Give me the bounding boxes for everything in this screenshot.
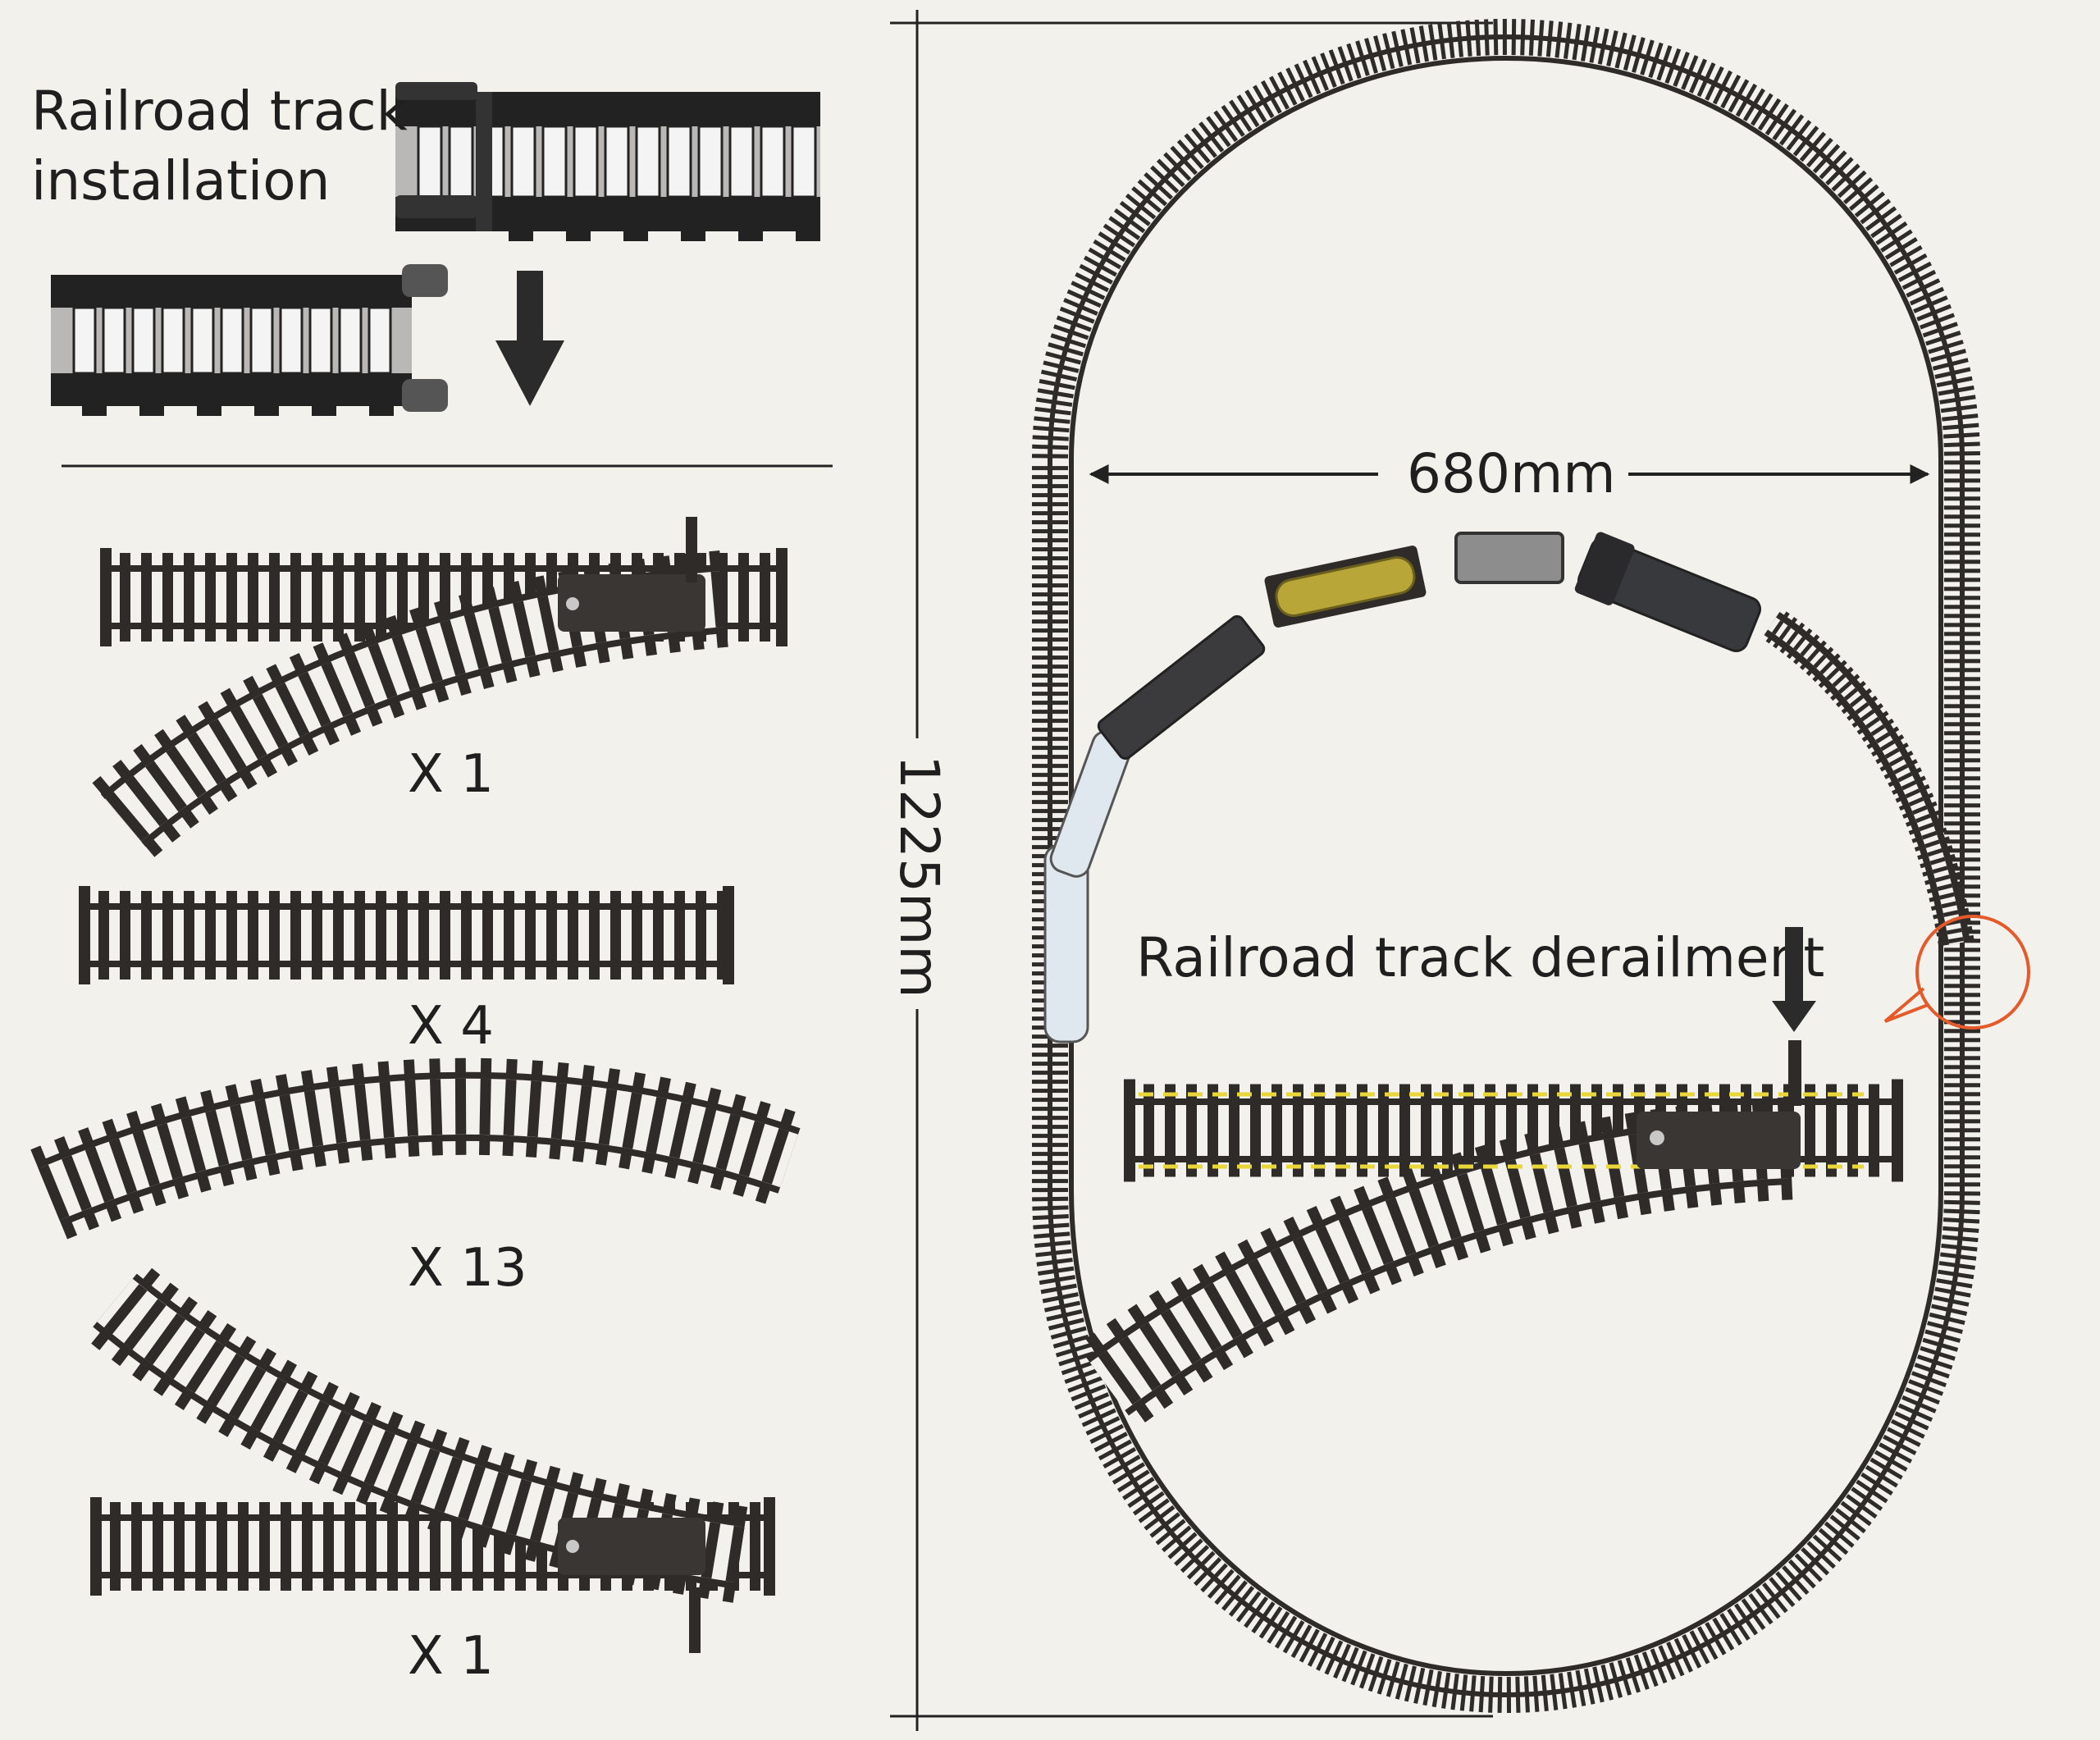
installation-track-upper [395, 82, 820, 241]
part-qty-2: X 4 [408, 996, 494, 1057]
derailment-switch-detail [1085, 1040, 1903, 1423]
installation-title-line1: Railroad track [31, 80, 409, 143]
installation-track-lower [51, 264, 448, 416]
part-curve [30, 1057, 801, 1240]
train [1043, 532, 1762, 1044]
width-label: 680mm [1407, 442, 1616, 505]
part-qty-3: X 13 [408, 1238, 527, 1299]
part-switch-right [90, 1267, 775, 1653]
height-label: 1225mm [888, 755, 951, 998]
train-car-hopper [1454, 532, 1564, 584]
width-dimension: 680mm [1089, 442, 1930, 505]
train-car-tanker [1264, 546, 1427, 628]
derailment-arrow [1772, 927, 1816, 1032]
installation-detail: Railroad track installation [31, 80, 820, 416]
train-car-passenger [1097, 614, 1266, 760]
oval-track-layout: 680mm Railroa [1031, 18, 2030, 1714]
part-straight [79, 886, 734, 984]
height-dimension: 1225mm [888, 10, 1493, 1731]
part-qty-1: X 1 [408, 744, 494, 805]
derailment-highlight-circle [1883, 915, 2030, 1030]
parts-list: X 1 X 4 X 13 X 1 [30, 517, 801, 1687]
part-switch-left [92, 517, 788, 857]
part-qty-4: X 1 [408, 1626, 494, 1687]
derailment-label: Railroad track derailment [1136, 926, 1824, 989]
train-locomotive [1574, 532, 1762, 653]
installation-down-arrow [495, 271, 564, 406]
installation-title-line2: installation [31, 149, 330, 212]
